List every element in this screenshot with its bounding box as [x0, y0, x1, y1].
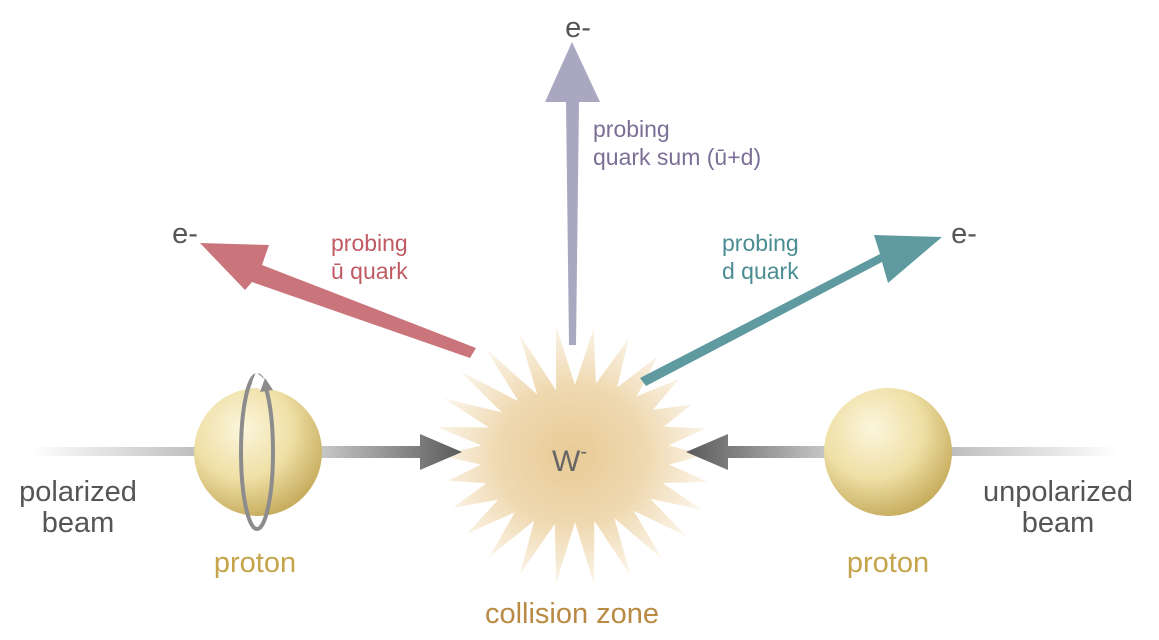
left-electron-arrow [200, 243, 476, 358]
right-beam-label-line2: beam [1022, 507, 1095, 539]
left-proton-label: proton [214, 547, 296, 579]
electron-label-left: e- [172, 218, 198, 250]
probe-center-line1: probing [593, 116, 670, 142]
starburst-icon [436, 326, 708, 584]
w-boson-base: W [552, 445, 581, 478]
right-beam-line [948, 447, 1118, 456]
right-beam-label-line1: unpolarized [983, 476, 1133, 508]
left-beam-line [30, 447, 200, 456]
left-beam-label-line1: polarized [19, 476, 137, 508]
probe-center-line2: quark sum (ū+d) [593, 144, 761, 170]
probe-left-line1: probing [331, 230, 408, 256]
collision-zone-label: collision zone [485, 598, 659, 630]
electron-label-right: e- [951, 218, 977, 250]
right-electron-arrow [640, 235, 942, 386]
probe-left-line2: ū quark [331, 258, 408, 284]
unpolarized-proton [824, 388, 952, 516]
w-boson-charge: - [580, 441, 587, 463]
w-boson-label: W- [552, 441, 587, 478]
left-beam-label-line2: beam [42, 507, 115, 539]
circular-spin-arrow-icon [239, 372, 275, 531]
polarized-proton [194, 388, 322, 516]
electron-label-top: e- [565, 12, 591, 44]
center-electron-arrow [545, 42, 600, 345]
probe-right-line1: probing [722, 230, 799, 256]
right-proton-label: proton [847, 547, 929, 579]
probe-right-line2: d quark [722, 258, 799, 284]
right-proton-arrow [686, 434, 828, 470]
left-proton-arrow [320, 434, 462, 470]
